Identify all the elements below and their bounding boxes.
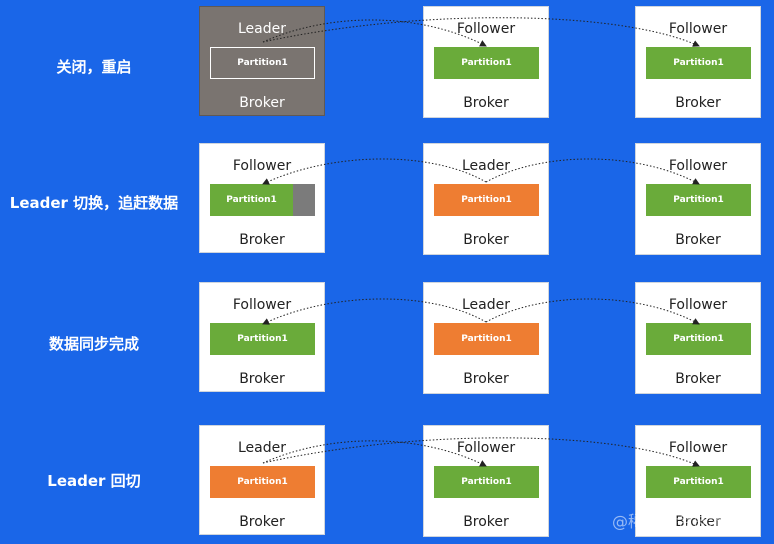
broker-label: Broker — [239, 232, 285, 248]
partition-block: Partition1 — [210, 47, 315, 79]
broker-box: Leader Partition1 Broker — [423, 143, 549, 255]
broker-role: Leader — [461, 158, 510, 174]
partition-block: Partition1 — [434, 47, 539, 79]
partition-block: Partition1 — [434, 323, 539, 355]
partition-block: Partition1 — [646, 47, 751, 79]
broker-role: Follower — [668, 297, 728, 313]
lag-indicator — [293, 184, 315, 216]
stage-label-switch-back: Leader 回切 — [47, 472, 141, 490]
broker-role: Leader — [237, 21, 286, 37]
broker-box: Follower Partition1 Broker — [635, 282, 761, 394]
broker-role: Follower — [668, 158, 728, 174]
broker-box: Follower Partition1 Broker — [423, 425, 549, 537]
broker-role: Follower — [456, 21, 516, 37]
broker-label: Broker — [463, 232, 509, 248]
partition-block: Partition1 — [210, 466, 315, 498]
partition-block: Partition1 — [210, 323, 315, 355]
broker-label: Broker — [675, 514, 721, 530]
broker-label: Broker — [239, 514, 285, 530]
broker-label: Broker — [463, 95, 509, 111]
broker-label: Broker — [239, 95, 285, 111]
stage-label-synced: 数据同步完成 — [48, 335, 139, 353]
broker-label: Broker — [675, 371, 721, 387]
stage-label-restart: 关闭，重启 — [56, 58, 132, 76]
broker-role: Follower — [232, 158, 292, 174]
broker-label: Broker — [239, 371, 285, 387]
broker-role: Follower — [668, 440, 728, 456]
broker-box: Leader Partition1 Broker — [423, 282, 549, 394]
partition-block: Partition1 — [646, 466, 751, 498]
broker-role: Follower — [456, 440, 516, 456]
watermark: @稀土掘金技术社区 — [611, 512, 756, 531]
broker-role: Leader — [237, 440, 286, 456]
broker-box: Follower Partition1 Broker — [199, 143, 325, 253]
broker-box: Follower Partition1 Broker — [423, 6, 549, 118]
partition-label: Partition1 — [226, 195, 277, 205]
partition-block: Partition1 — [210, 184, 315, 216]
broker-box: Follower Partition1 Broker — [635, 6, 761, 118]
broker-role: Follower — [668, 21, 728, 37]
broker-label: Broker — [463, 514, 509, 530]
partition-block: Partition1 — [646, 323, 751, 355]
partition-block: Partition1 — [646, 184, 751, 216]
broker-box: Follower Partition1 Broker — [635, 143, 761, 255]
broker-box: Leader Partition1 Broker — [199, 425, 325, 535]
broker-label: Broker — [675, 95, 721, 111]
partition-block: Partition1 — [434, 184, 539, 216]
broker-box: Follower Partition1 Broker — [199, 282, 325, 392]
broker-box-closed: Leader Partition1 Broker — [199, 6, 325, 116]
stage-label-switch: Leader 切换，追赶数据 — [9, 194, 179, 212]
broker-label: Broker — [675, 232, 721, 248]
broker-label: Broker — [463, 371, 509, 387]
partition-block: Partition1 — [434, 466, 539, 498]
broker-role: Follower — [232, 297, 292, 313]
broker-role: Leader — [461, 297, 510, 313]
